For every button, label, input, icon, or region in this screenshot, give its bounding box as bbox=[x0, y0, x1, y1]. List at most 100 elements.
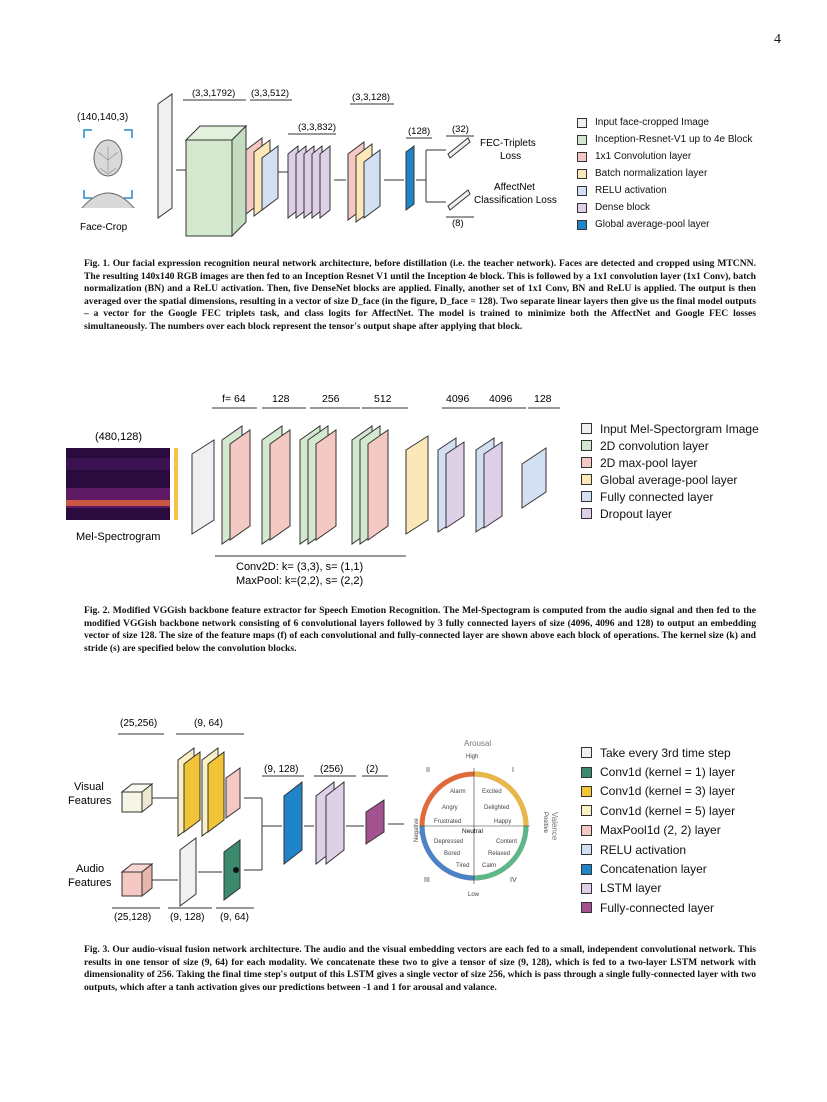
legend-label: 2D convolution layer bbox=[600, 438, 709, 453]
svg-text:Bored: Bored bbox=[444, 851, 460, 857]
concat-layer bbox=[283, 780, 303, 866]
conv-group-64 bbox=[221, 425, 251, 545]
page-number: 4 bbox=[774, 32, 781, 47]
legend-label: Batch normalization layer bbox=[595, 168, 708, 179]
svg-text:Angry: Angry bbox=[442, 805, 458, 811]
svg-text:Low: Low bbox=[468, 892, 480, 898]
fec-loss-line1: FEC-Triplets bbox=[480, 138, 536, 149]
svg-text:Relaxed: Relaxed bbox=[488, 851, 510, 857]
dim-32: (32) bbox=[452, 124, 469, 135]
figure-1-diagram: (140,140,3) Face-Crop (3,3,1792) (3,3,51… bbox=[72, 88, 557, 238]
legend-swatch bbox=[577, 117, 587, 128]
legend-label: Dense block bbox=[595, 202, 651, 213]
audio-label-1: Audio bbox=[76, 863, 104, 875]
legend-swatch bbox=[581, 491, 592, 502]
legend-swatch bbox=[581, 902, 592, 914]
dim-f512: 512 bbox=[374, 393, 392, 405]
legend-label: Conv1d (kernel = 3) layer bbox=[600, 784, 736, 799]
visual-input bbox=[121, 791, 143, 813]
svg-text:Excited: Excited bbox=[482, 789, 502, 795]
svg-text:Neutral: Neutral bbox=[462, 828, 484, 835]
legend-label: Concatenation layer bbox=[600, 862, 707, 877]
legend-label: RELU activation bbox=[600, 842, 687, 857]
face-crop-image bbox=[72, 128, 142, 213]
fig3-legend: Take every 3rd time step Conv1d (kernel … bbox=[581, 743, 735, 918]
svg-text:Happy: Happy bbox=[494, 819, 511, 825]
dim-9-128-top: (9, 128) bbox=[264, 764, 298, 775]
dim-512: (3,3,512) bbox=[251, 88, 289, 99]
audio-input bbox=[121, 871, 143, 897]
affectnet-loss-line2: Classification Loss bbox=[474, 195, 557, 206]
fig1-caption: Fig. 1. Our facial expression recognitio… bbox=[84, 258, 756, 332]
legend-label: Conv1d (kernel = 1) layer bbox=[600, 765, 736, 780]
svg-text:Frustrated: Frustrated bbox=[434, 819, 461, 825]
fig2-caption: Fig. 2. Modified VGGish backbone feature… bbox=[84, 605, 756, 654]
legend-label: Input Mel-Spectorgram Image bbox=[600, 421, 759, 436]
svg-text:Delighted: Delighted bbox=[484, 805, 509, 811]
global-avg-pool bbox=[405, 145, 415, 211]
svg-text:Depressed: Depressed bbox=[434, 839, 463, 845]
legend-label: Dropout layer bbox=[600, 506, 673, 521]
legend-swatch bbox=[581, 457, 592, 468]
dim-2: (2) bbox=[366, 764, 378, 775]
fc-4096-a bbox=[437, 437, 465, 533]
fc-128 bbox=[521, 447, 547, 509]
audio-label-2: Features bbox=[68, 877, 112, 889]
legend-swatch bbox=[581, 747, 592, 759]
conv-bn-relu-2 bbox=[347, 141, 381, 223]
legend-swatch bbox=[581, 440, 592, 451]
legend-swatch bbox=[577, 219, 587, 230]
svg-text:III: III bbox=[424, 877, 430, 884]
legend-swatch bbox=[577, 185, 587, 196]
svg-text:Content: Content bbox=[496, 839, 517, 845]
global-avg-pool-2d bbox=[405, 435, 429, 535]
legend-label: LSTM layer bbox=[600, 881, 662, 896]
affectnet-loss-line1: AffectNet bbox=[494, 182, 535, 193]
circumplex-model: Arousal High Low Negative Positive Valen… bbox=[414, 739, 559, 898]
svg-text:I: I bbox=[512, 767, 514, 774]
dim-256: (256) bbox=[320, 764, 343, 775]
fig1-legend: Input face-cropped Image Inception-Resne… bbox=[577, 114, 752, 233]
svg-text:Calm: Calm bbox=[482, 863, 496, 869]
mel-spectrogram-label: Mel-Spectrogram bbox=[76, 531, 160, 543]
maxpool-params: MaxPool: k=(2,2), s= (2,2) bbox=[236, 575, 363, 587]
legend-swatch bbox=[577, 202, 587, 213]
dim-25-128: (25,128) bbox=[114, 912, 151, 923]
legend-label: Inception-Resnet-V1 up to 4e Block bbox=[595, 134, 753, 145]
legend-swatch bbox=[577, 151, 587, 162]
legend-label: Global average-pool layer bbox=[595, 219, 710, 230]
legend-label: Input face-cropped Image bbox=[595, 117, 709, 128]
legend-swatch bbox=[581, 844, 592, 856]
svg-text:High: High bbox=[466, 754, 478, 760]
fig3-caption: Fig. 3. Our audio-visual fusion network … bbox=[84, 944, 756, 993]
svg-text:Negative: Negative bbox=[414, 818, 420, 842]
legend-swatch bbox=[581, 423, 592, 434]
legend-swatch bbox=[581, 805, 592, 817]
dim-128-fc: 128 bbox=[534, 393, 552, 405]
face-size-label: (140,140,3) bbox=[77, 112, 128, 123]
legend-label: Conv1d (kernel = 5) layer bbox=[600, 803, 736, 818]
dim-128: (128) bbox=[408, 126, 430, 137]
legend-swatch bbox=[577, 168, 587, 179]
svg-text:Valence: Valence bbox=[550, 812, 559, 841]
figure-3-diagram: (25,256) (9, 64) (9, 128) (256) (2) (25,… bbox=[68, 718, 559, 923]
dim-1792: (3,3,1792) bbox=[192, 88, 235, 99]
mel-spectrogram-image bbox=[66, 448, 178, 520]
svg-text:Tired: Tired bbox=[456, 863, 469, 869]
legend-swatch bbox=[581, 766, 592, 778]
legend-label: Fully connected layer bbox=[600, 489, 714, 504]
legend-swatch bbox=[581, 785, 592, 797]
audio-conv1d bbox=[223, 839, 241, 901]
legend-swatch bbox=[581, 882, 592, 894]
dense-blocks bbox=[287, 144, 331, 220]
legend-swatch bbox=[581, 474, 592, 485]
legend-swatch bbox=[581, 863, 592, 875]
conv-bn-relu-1 bbox=[245, 137, 279, 217]
dim-4096-b: 4096 bbox=[489, 393, 513, 405]
face-crop-label: Face-Crop bbox=[80, 222, 128, 233]
dim-25-256: (25,256) bbox=[120, 718, 157, 729]
dim-f128: 128 bbox=[272, 393, 290, 405]
dim-8: (8) bbox=[452, 218, 464, 229]
dim-9-64-top: (9, 64) bbox=[194, 718, 223, 729]
conv-group-512 bbox=[351, 425, 389, 545]
